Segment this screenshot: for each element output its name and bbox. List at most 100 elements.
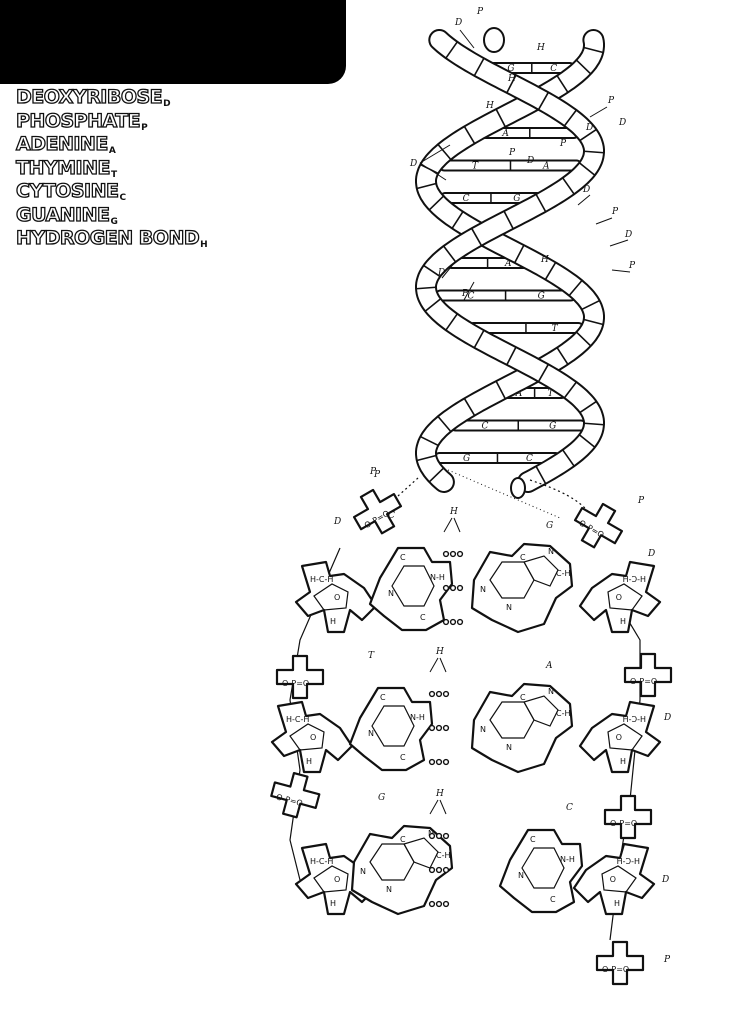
leader-line xyxy=(440,658,446,672)
pyrimidine-base: C N-H N C xyxy=(350,688,432,770)
hydrogen-bond-label: H xyxy=(435,789,444,799)
leader-line xyxy=(444,518,452,532)
hydrogen-bond-dot xyxy=(444,902,449,907)
base-atom: N xyxy=(360,867,366,876)
hydrogen-bond-dot xyxy=(437,760,442,765)
sugar-atoms: H-C-H xyxy=(310,575,333,584)
phosphate-label: P xyxy=(663,955,671,965)
base-atom: C-H xyxy=(556,569,571,578)
phosphate-formula: O-P=O xyxy=(610,819,637,828)
base-atom: N-H xyxy=(410,713,425,722)
base-atom: N xyxy=(388,589,394,598)
phosphate-outline xyxy=(625,654,671,696)
base-label: C xyxy=(566,803,573,813)
hydrogen-bond-dot xyxy=(430,868,435,873)
phosphate-group: O-P=O xyxy=(605,796,651,838)
base-atom: N xyxy=(368,729,374,738)
leader-line xyxy=(454,518,460,532)
hydrogen-bond-dot xyxy=(444,586,449,591)
deoxyribose-sugar: H-C-HO H xyxy=(574,844,654,914)
phosphate-outline xyxy=(597,942,643,984)
leader-line xyxy=(440,800,446,814)
hydrogen-bond-dot xyxy=(430,834,435,839)
leader-line xyxy=(430,658,438,672)
hydrogen-bond-dot xyxy=(437,726,442,731)
sugar-label: D xyxy=(333,517,341,527)
phosphate-outline xyxy=(347,482,408,541)
base-atom: N xyxy=(548,687,554,696)
sugar-atoms: O xyxy=(334,875,340,884)
hydrogen-bond-dot xyxy=(458,620,463,625)
base-atom: N xyxy=(548,547,554,556)
phosphate-group: O-P=O xyxy=(277,656,323,698)
pyrimidine-base: CN-HNC xyxy=(370,548,452,630)
hydrogen-bond-dot xyxy=(437,834,442,839)
base-atom: C xyxy=(400,753,406,762)
hydrogen-bond-dot xyxy=(437,868,442,873)
leader-line xyxy=(430,800,438,814)
sugar-atoms: O xyxy=(616,593,622,602)
base-outline xyxy=(350,688,432,770)
base-atom: N-H xyxy=(560,855,575,864)
hydrogen-bond-label: H xyxy=(435,647,444,657)
sugar-label: D xyxy=(663,713,671,723)
sugar-atoms: H-C-H xyxy=(310,857,333,866)
sugar-atoms: H-C-H xyxy=(623,715,646,724)
hydrogen-bond-dot xyxy=(437,692,442,697)
base-label: C xyxy=(388,511,395,521)
hydrogen-bond-dot xyxy=(444,868,449,873)
hydrogen-bond-dot xyxy=(430,902,435,907)
base-atom: N xyxy=(480,725,486,734)
sugar-atoms: H xyxy=(614,899,620,908)
sugar-atoms: O xyxy=(334,593,340,602)
hydrogen-bond-dot xyxy=(444,834,449,839)
base-atom: N xyxy=(506,743,512,752)
phosphate-group: O-P=O xyxy=(568,496,629,555)
sugar-atoms: H xyxy=(620,757,626,766)
base-atom: C-H xyxy=(556,709,571,718)
base-atom: N xyxy=(506,603,512,612)
hydrogen-bond-dot xyxy=(430,726,435,731)
deoxyribose-sugar: H-C-HOH xyxy=(580,562,660,632)
hydrogen-bond-dot xyxy=(458,552,463,557)
sugar-atoms: O xyxy=(610,875,616,884)
phosphate-formula: O-P=O xyxy=(282,679,309,688)
hydrogen-bond-dot xyxy=(451,586,456,591)
phosphate-formula: O-P=O xyxy=(630,677,657,686)
phosphate-group: O-P=O xyxy=(597,942,643,984)
phosphate-formula: O-P=O xyxy=(602,965,629,974)
hydrogen-bond-dot xyxy=(451,620,456,625)
base-atom: C xyxy=(400,835,406,844)
base-label: G xyxy=(546,521,553,531)
hydrogen-bond-dot xyxy=(444,692,449,697)
base-atom: N-H xyxy=(430,573,445,582)
base-atom: C xyxy=(520,553,526,562)
hydrogen-bond-label: H xyxy=(449,507,458,517)
sugar-atoms: H-C-H xyxy=(617,857,640,866)
base-atom: C xyxy=(380,693,386,702)
sugar-atoms: H xyxy=(306,757,312,766)
sugar-label: D xyxy=(661,875,669,885)
hydrogen-bonds: H xyxy=(430,647,449,764)
sugar-atoms: H-C-H xyxy=(623,575,646,584)
hydrogen-bond-dot xyxy=(430,760,435,765)
phosphate-label: P xyxy=(369,467,377,477)
base-atom: N xyxy=(518,871,524,880)
pyrimidine-base: CN-HNC xyxy=(500,830,582,912)
base-outline xyxy=(500,830,582,912)
base-atom: C xyxy=(530,835,536,844)
hydrogen-bond-dot xyxy=(444,760,449,765)
base-atom: C xyxy=(420,613,426,622)
sugar-atoms: O xyxy=(616,733,622,742)
phosphate-outline xyxy=(605,796,651,838)
sugar-atoms: H xyxy=(330,617,336,626)
sugar-atoms: H-C-H xyxy=(286,715,309,724)
hydrogen-bond-dot xyxy=(444,552,449,557)
deoxyribose-sugar: H-C-HO H xyxy=(580,702,660,772)
hydrogen-bond-dot xyxy=(444,620,449,625)
base-outline xyxy=(370,548,452,630)
base-atom: N xyxy=(480,585,486,594)
